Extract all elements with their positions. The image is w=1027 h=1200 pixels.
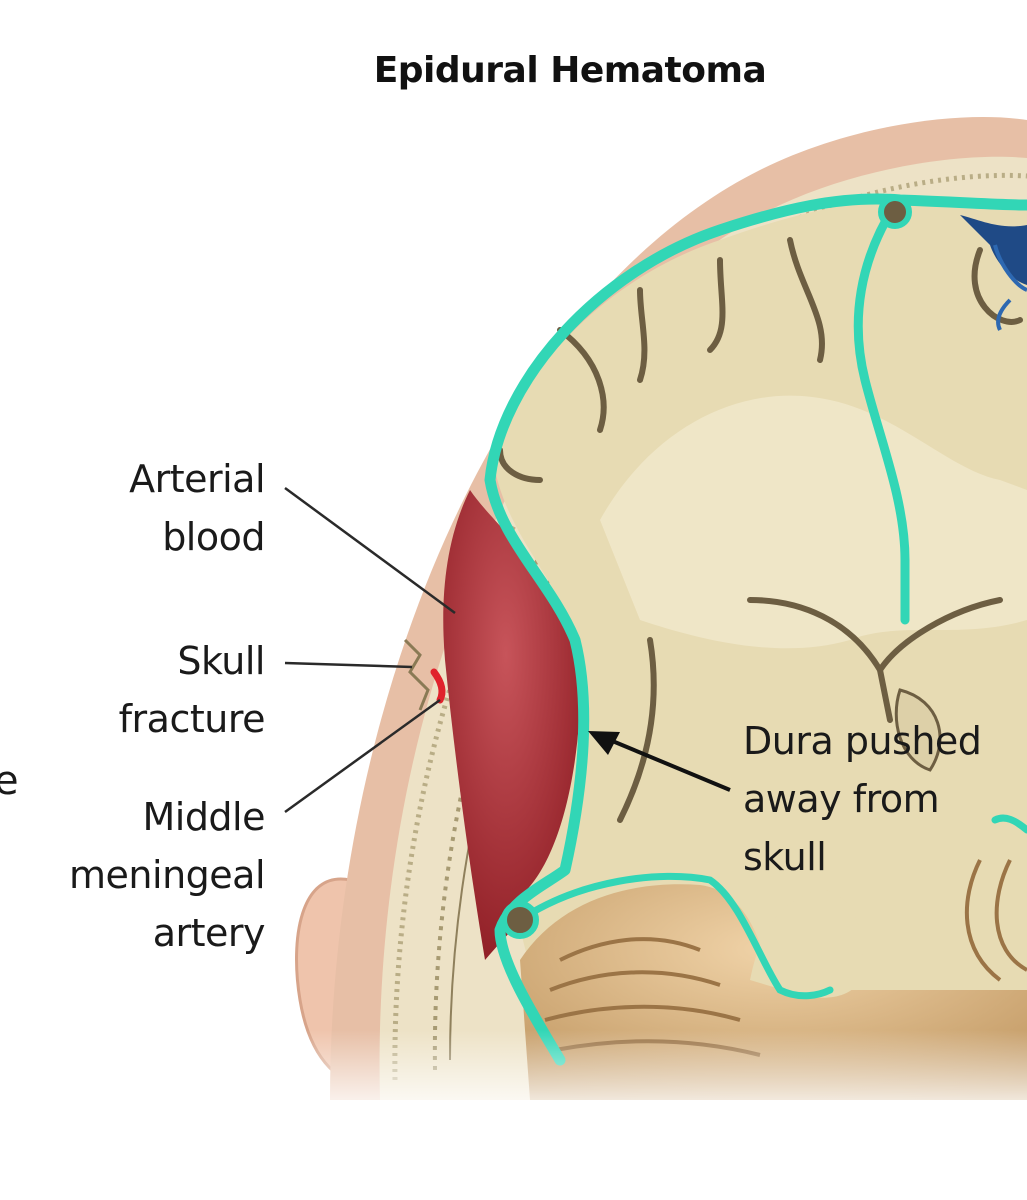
label-line: fracture bbox=[118, 697, 266, 741]
bottom-blank bbox=[0, 1118, 1027, 1200]
tentorium bbox=[516, 872, 834, 1000]
label-dura-pushed: Dura pushed away from skull bbox=[743, 712, 1023, 886]
label-skull-fracture: Skull fracture bbox=[40, 632, 266, 748]
middle-meningeal-artery bbox=[430, 668, 446, 704]
vein-branch bbox=[993, 244, 1027, 331]
falx-cerebri bbox=[853, 200, 910, 625]
label-line: Arterial bbox=[129, 457, 265, 501]
transverse-sinus bbox=[501, 901, 539, 939]
edge-text-fragment: e bbox=[0, 758, 19, 804]
leader-lines bbox=[284, 486, 456, 814]
bridging-vein bbox=[960, 215, 1027, 285]
skull-fracture-crack bbox=[403, 638, 430, 711]
brain-sulci bbox=[497, 237, 1023, 823]
label-line: Skull bbox=[177, 639, 265, 683]
hematoma-shape bbox=[443, 490, 583, 960]
label-arterial-blood: Arterial blood bbox=[40, 450, 265, 566]
label-line: Middle bbox=[142, 795, 265, 839]
label-line: blood bbox=[162, 515, 265, 559]
label-line: Dura pushed bbox=[743, 719, 982, 763]
label-line: artery bbox=[152, 911, 266, 955]
label-line: away from bbox=[743, 777, 940, 821]
white-matter-shape bbox=[600, 395, 1027, 649]
dura-right-fold bbox=[991, 814, 1027, 834]
superior-sagittal-sinus bbox=[878, 195, 912, 229]
ventricle-shape bbox=[894, 688, 942, 772]
bottom-fade bbox=[0, 1030, 1027, 1120]
label-line: meningeal bbox=[69, 853, 265, 897]
diagram-title: Epidural Hematoma bbox=[373, 50, 767, 91]
label-line: skull bbox=[743, 835, 827, 879]
dura-arrow bbox=[588, 731, 731, 792]
label-middle-meningeal-artery: Middle meningeal artery bbox=[20, 788, 265, 962]
temporal-lobe-shape bbox=[750, 890, 863, 998]
